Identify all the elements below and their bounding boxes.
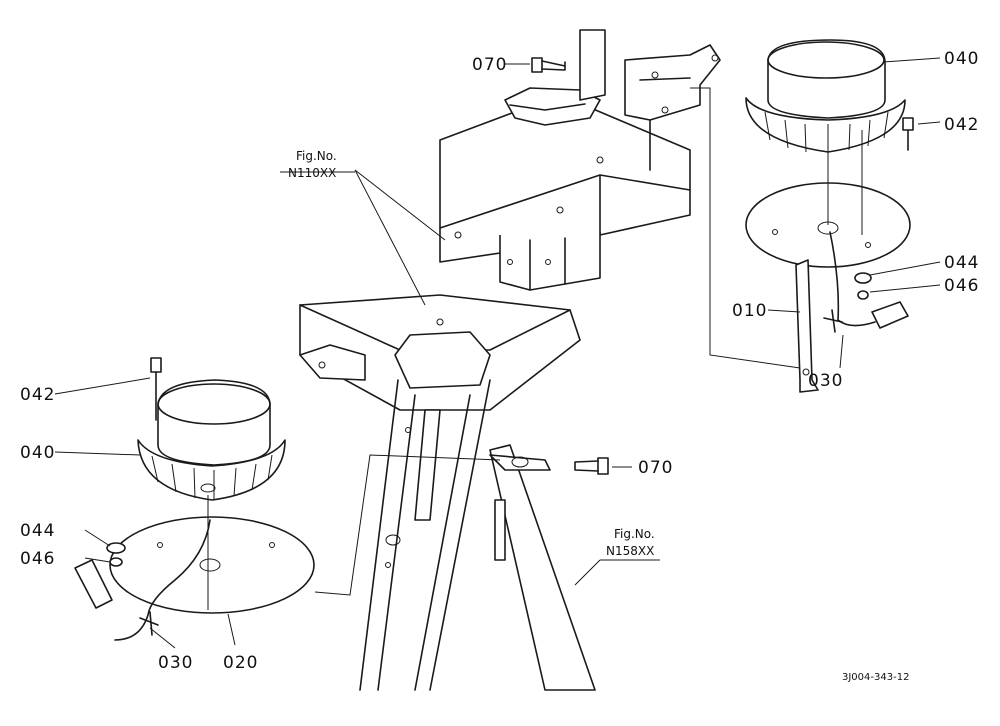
label-042-right: 042 <box>944 115 979 135</box>
left-beacon-assembly <box>74 357 315 641</box>
label-040-left: 040 <box>20 443 55 463</box>
label-030-left: 030 <box>158 653 193 673</box>
drawing-code: 3J004-343-12 <box>842 672 909 683</box>
lower-frame-post <box>299 294 596 691</box>
upper-frame-bracket <box>439 29 721 291</box>
label-044-left: 044 <box>20 521 55 541</box>
label-040-right: 040 <box>944 49 979 69</box>
label-070-mid: 070 <box>638 458 673 478</box>
fig-ref-top-line1: Fig.No. <box>296 149 337 163</box>
label-046-right: 046 <box>944 276 979 296</box>
label-010: 010 <box>732 301 767 321</box>
bolt-070-top <box>531 57 566 73</box>
fig-ref-bottom-line1: Fig.No. <box>614 527 655 541</box>
leader-lines <box>54 57 941 649</box>
label-046-left: 046 <box>20 549 55 569</box>
right-beacon-assembly <box>745 39 914 393</box>
label-020: 020 <box>223 653 258 673</box>
bolt-070-mid <box>574 457 609 475</box>
fig-ref-bottom-line2: N158XX <box>606 544 654 558</box>
label-044-right: 044 <box>944 253 979 273</box>
label-042-left: 042 <box>20 385 55 405</box>
fig-ref-top-line2: N110XX <box>288 166 336 180</box>
label-030-right: 030 <box>808 371 843 391</box>
label-070-top: 070 <box>472 55 507 75</box>
